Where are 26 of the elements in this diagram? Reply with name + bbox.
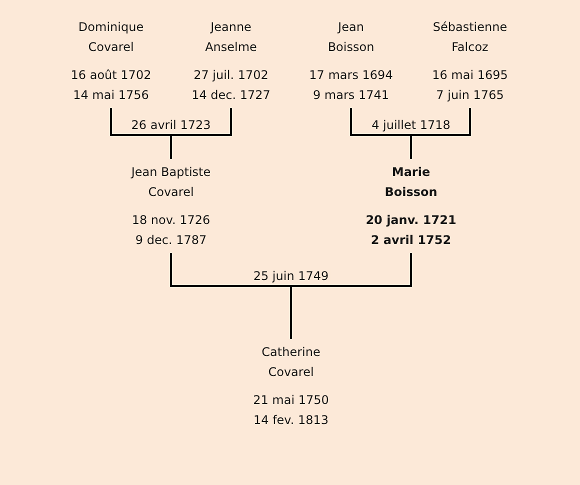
person-name: Jean Boisson <box>326 19 376 56</box>
death-date: 14 dec. 1727 <box>192 87 270 104</box>
person-name: Sébastienne Falcoz <box>432 19 508 56</box>
death-date: 9 mars 1741 <box>312 87 390 104</box>
person-name: Marie Boisson <box>384 164 438 201</box>
birth-date: 21 mai 1750 <box>253 392 329 409</box>
birth-date: 17 mars 1694 <box>309 67 393 84</box>
connector-line <box>170 108 232 159</box>
death-date: 14 fev. 1813 <box>253 412 329 429</box>
birth-date: 16 mai 1695 <box>432 67 508 84</box>
death-date: 14 mai 1756 <box>73 87 149 104</box>
birth-date: 20 janv. 1721 <box>366 212 456 229</box>
person-name: Jean Baptiste Covarel <box>130 164 212 201</box>
person-name: Dominique Covarel <box>77 19 145 56</box>
birth-date: 18 nov. 1726 <box>132 212 210 229</box>
connector-line <box>410 108 471 159</box>
edge-label: 4 juillet 1718 <box>370 117 452 133</box>
birth-date: 27 juil. 1702 <box>194 67 268 84</box>
connector-line <box>290 253 412 339</box>
death-date: 7 juin 1765 <box>436 87 504 104</box>
person-name: Jeanne Anselme <box>204 19 258 56</box>
birth-date: 16 août 1702 <box>70 67 152 84</box>
death-date: 2 avril 1752 <box>370 232 452 249</box>
death-date: 9 dec. 1787 <box>135 232 207 249</box>
person-name: Catherine Covarel <box>260 344 322 381</box>
edge-label: 25 juin 1749 <box>251 268 331 284</box>
